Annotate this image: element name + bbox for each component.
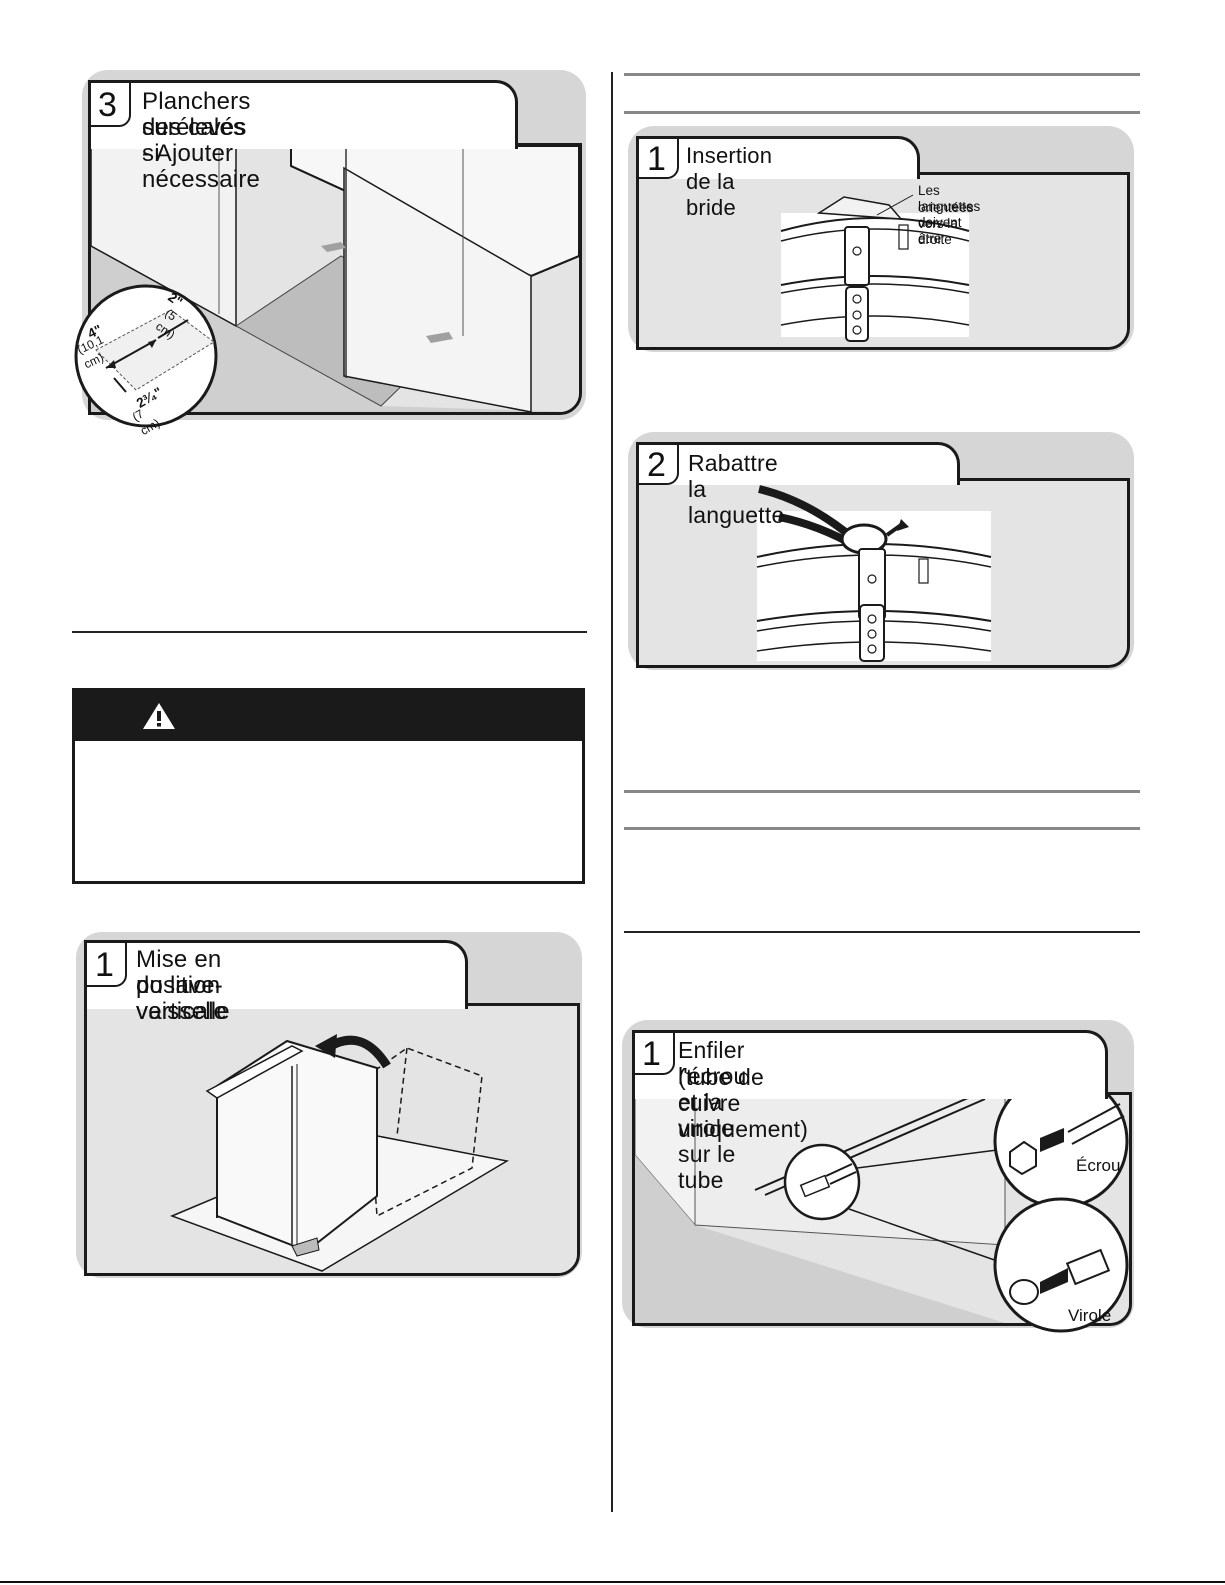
figure-title: (tube de cuivre uniquement) [678, 1064, 809, 1142]
figure-title: Enfiler l'écrou et la virole sur le tube [678, 1037, 747, 1193]
callout-text: orientées vers la droite [918, 200, 974, 247]
dishwasher-illustration [87, 1006, 577, 1273]
section-rule [624, 790, 1140, 793]
pliers-bracket-illustration [639, 481, 1127, 665]
figure-title: Rabattre la languette [688, 450, 785, 528]
section-rule [72, 631, 587, 633]
cabinet-illustration [91, 146, 579, 412]
step-number: 1 [642, 1035, 661, 1073]
step-number: 1 [647, 140, 666, 178]
warning-triangle-icon [143, 703, 175, 729]
step-number: 2 [647, 446, 666, 484]
part-label-nut: Écrou [1076, 1156, 1121, 1175]
ferrule-detail-circle [993, 1197, 1129, 1333]
bracket-illustration [639, 175, 1127, 347]
figure-title: Mise en position verticale [136, 946, 228, 1025]
figure-frame [88, 143, 582, 415]
section-rule [624, 111, 1140, 114]
figure-title: Planchers surélevés - Ajouter [142, 88, 251, 167]
callout-text: Les languettes doivent être [918, 183, 981, 246]
figure-frame [84, 1003, 580, 1276]
step-number: 3 [98, 86, 117, 124]
page-bottom-rule [0, 1581, 1225, 1583]
fitting-detail-circle [783, 1143, 861, 1221]
warning-header [75, 691, 582, 741]
figure-title: Insertion de la bride [686, 143, 773, 220]
section-rule [624, 931, 1140, 933]
part-label-ferrule: Virole [1068, 1306, 1112, 1325]
step-number: 1 [95, 946, 114, 984]
figure-title: des cales si nécessaire [142, 114, 261, 193]
shim-dimension-magnifier [74, 284, 218, 428]
warning-box [72, 688, 585, 884]
section-rule [624, 73, 1140, 76]
figure-title: du lave-vaisselle [136, 972, 230, 1025]
figure-frame [636, 172, 1130, 350]
section-rule [624, 827, 1140, 830]
column-divider [611, 72, 613, 1512]
